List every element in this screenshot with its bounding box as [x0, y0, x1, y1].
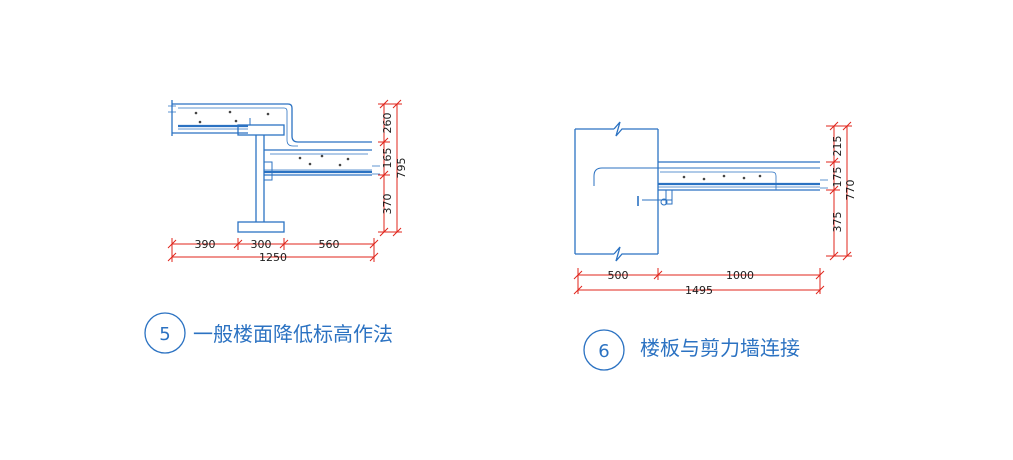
detail-5-dimension-labels: 390 300 560 1250 260 165 370 795: [195, 113, 409, 265]
dim5-v3: 370: [381, 194, 394, 215]
dim6-h-total: 1495: [685, 284, 713, 297]
steel-i-beam: [237, 124, 285, 233]
detail-6-rebar-dots: [682, 174, 762, 181]
detail-5-number-circle: [144, 312, 186, 354]
wall-anchor-rebar: [593, 167, 820, 186]
detail-5-number: 5: [159, 324, 170, 345]
detail-6-number: 6: [598, 341, 609, 362]
dim5-v-total: 795: [395, 158, 408, 179]
upper-slab-inner: [178, 107, 298, 147]
dim5-h-total: 1250: [259, 251, 287, 264]
dim5-h3: 560: [319, 238, 340, 251]
detail-6-number-circle: [583, 329, 625, 371]
upper-slab: [172, 103, 372, 143]
detail-5-title-block: 5 一般楼面降低标高作法: [144, 312, 393, 354]
detail-6-title-block: 6 楼板与剪力墙连接: [583, 329, 800, 371]
dim6-h2: 1000: [726, 269, 754, 282]
dim6-v2: 175: [831, 167, 844, 188]
dim5-v2: 165: [381, 148, 394, 169]
detail-5-title: 一般楼面降低标高作法: [193, 322, 393, 346]
detail-5-dimensions: [167, 99, 402, 262]
dim5-h2: 300: [251, 238, 272, 251]
shear-wall: [574, 121, 659, 262]
detail-5-drawing: [168, 100, 380, 233]
detail-6-dimension-labels: 500 1000 1495 215 175 375 770: [608, 136, 858, 298]
dim6-v-total: 770: [844, 180, 857, 201]
dim6-h1: 500: [608, 269, 629, 282]
dim5-h1: 390: [195, 238, 216, 251]
detail-6-dimensions: [573, 121, 852, 295]
dim6-v3: 375: [831, 212, 844, 233]
dim6-v1: 215: [831, 136, 844, 157]
detail-5-rebar-dots: [194, 110, 350, 167]
dim5-v1: 260: [381, 113, 394, 134]
detail-6-title: 楼板与剪力墙连接: [640, 336, 800, 360]
detail-6-drawing: [574, 121, 828, 262]
